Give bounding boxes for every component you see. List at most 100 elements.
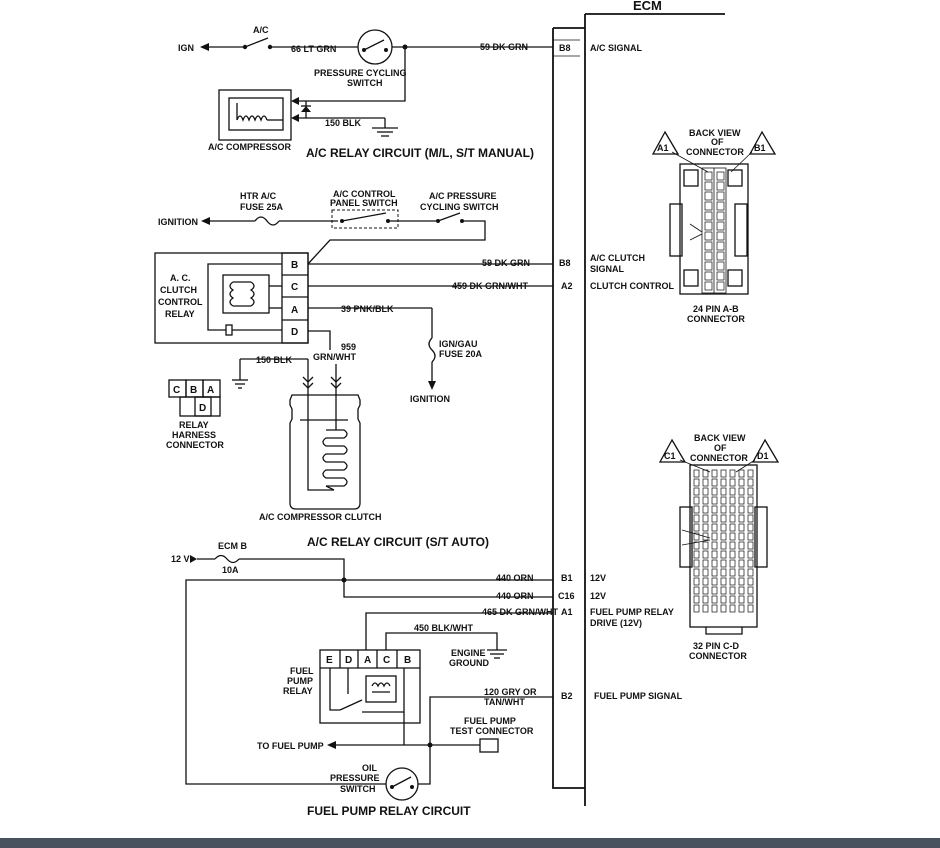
ml-compressor-label: A/C COMPRESSOR [208, 142, 292, 152]
auto-cycling-2: CYCLING SWITCH [420, 202, 499, 212]
connector-pin [729, 550, 736, 559]
connector-pin [747, 550, 754, 559]
connector-pin [711, 478, 718, 487]
connector-pin [704, 261, 713, 271]
connector-pin [702, 586, 709, 595]
ecm-signal-fp-drive-1: FUEL PUMP RELAY [590, 607, 674, 617]
connector-pin [738, 586, 745, 595]
connector-pin [693, 604, 700, 613]
auto-ign-fuse-1: IGN/GAU [439, 339, 478, 349]
connector-pin [704, 231, 713, 241]
connector-pin [747, 541, 754, 550]
ecm-signal-ac-clutch-1: A/C CLUTCH [590, 253, 645, 263]
conn-ab-b1: B1 [754, 143, 766, 153]
fp-term-e: E [326, 655, 333, 666]
ecm-block: ECM B8 B8 A2 B1 C16 A1 B2 A/C SIGNAL A/C… [552, 0, 725, 806]
conn-cd-pins [693, 469, 754, 613]
connector-pin [704, 281, 713, 291]
ml-pressure-switch-2: SWITCH [347, 78, 383, 88]
connector-pin [702, 523, 709, 532]
connector-pin [716, 261, 725, 271]
conn-cd-title-3: CONNECTOR [690, 453, 748, 463]
harness-c: C [173, 385, 180, 396]
connector-pin [747, 469, 754, 478]
connector-cd: BACK VIEW OF CONNECTOR C1 D1 32 PIN C-D … [658, 433, 780, 661]
connector-pin [747, 532, 754, 541]
conn-ab-pins [704, 171, 725, 291]
connector-pin [729, 523, 736, 532]
connector-pin [720, 568, 727, 577]
ecm-pin-c16: C16 [558, 591, 575, 601]
ecm-signal-ac-clutch-2: SIGNAL [590, 264, 625, 274]
connector-pin [738, 595, 745, 604]
ecm-signal-fp-drive-2: DRIVE (12V) [590, 618, 642, 628]
connector-pin [704, 181, 713, 191]
connector-pin [729, 496, 736, 505]
connector-pin [716, 191, 725, 201]
connector-pin [747, 586, 754, 595]
ecm-signal-fp: FUEL PUMP SIGNAL [594, 691, 683, 701]
connector-pin [711, 541, 718, 550]
auto-relay-2: CLUTCH [160, 285, 197, 295]
connector-pin [704, 201, 713, 211]
connector-pin [738, 532, 745, 541]
conn-ab-title-2: OF [711, 137, 724, 147]
connector-pin [702, 478, 709, 487]
connector-pin [716, 231, 725, 241]
connector-pin [720, 505, 727, 514]
connector-pin [720, 577, 727, 586]
connector-pin [720, 496, 727, 505]
connector-pin [738, 550, 745, 559]
connector-pin [720, 514, 727, 523]
connector-pin [738, 541, 745, 550]
auto-clutch-label: A/C COMPRESSOR CLUTCH [259, 512, 382, 522]
connector-pin [738, 577, 745, 586]
connector-pin [711, 586, 718, 595]
connector-pin [711, 505, 718, 514]
connector-ab: BACK VIEW OF CONNECTOR A1 B1 24 PIN A-B … [651, 128, 777, 324]
connector-pin [720, 604, 727, 613]
connector-pin [729, 541, 736, 550]
conn-cd-title-1: BACK VIEW [694, 433, 746, 443]
ecm-pin-a2: A2 [561, 281, 573, 291]
connector-pin [747, 577, 754, 586]
conn-ab-title-3: CONNECTOR [686, 147, 744, 157]
conn-cd-c1: C1 [664, 451, 676, 461]
ml-wire-66: 66 LT GRN [291, 44, 336, 54]
fp-wire-450: 450 BLK/WHT [414, 623, 474, 633]
fp-relay-1: FUEL [290, 666, 314, 676]
connector-pin [720, 595, 727, 604]
connector-pin [704, 191, 713, 201]
connector-pin [738, 478, 745, 487]
connector-pin [702, 550, 709, 559]
connector-pin [693, 586, 700, 595]
fp-test-2: TEST CONNECTOR [450, 726, 534, 736]
ecm-signal-12v-c16: 12V [590, 591, 606, 601]
connector-pin [693, 478, 700, 487]
connector-pin [704, 171, 713, 181]
connector-pin [729, 559, 736, 568]
connector-pin [702, 532, 709, 541]
connector-pin [716, 251, 725, 261]
auto-ignition-bottom: IGNITION [410, 394, 450, 404]
conn-ab-label-1: 24 PIN A-B [693, 304, 739, 314]
connector-pin [729, 505, 736, 514]
fp-wire-465: 465 DK GRN/WHT [482, 607, 559, 617]
auto-relay-1: A. C. [170, 273, 191, 283]
auto-circuit-title: A/C RELAY CIRCUIT (S/T AUTO) [307, 535, 489, 549]
auto-term-d: D [291, 327, 298, 338]
conn-cd-label-1: 32 PIN C-D [693, 641, 740, 651]
connector-pin [693, 595, 700, 604]
connector-pin [693, 523, 700, 532]
fp-relay-2: PUMP [287, 676, 313, 686]
connector-pin [738, 604, 745, 613]
connector-pin [693, 505, 700, 514]
fp-term-b: B [404, 655, 411, 666]
ecm-pin-a1: A1 [561, 607, 573, 617]
ecm-signal-12v-b1: 12V [590, 573, 606, 583]
connector-pin [747, 478, 754, 487]
auto-panel-1: A/C CONTROL [333, 189, 396, 199]
connector-pin [716, 201, 725, 211]
fp-ecm-b: ECM B [218, 541, 248, 551]
fp-wire-440-b: 440 ORN [496, 591, 534, 601]
